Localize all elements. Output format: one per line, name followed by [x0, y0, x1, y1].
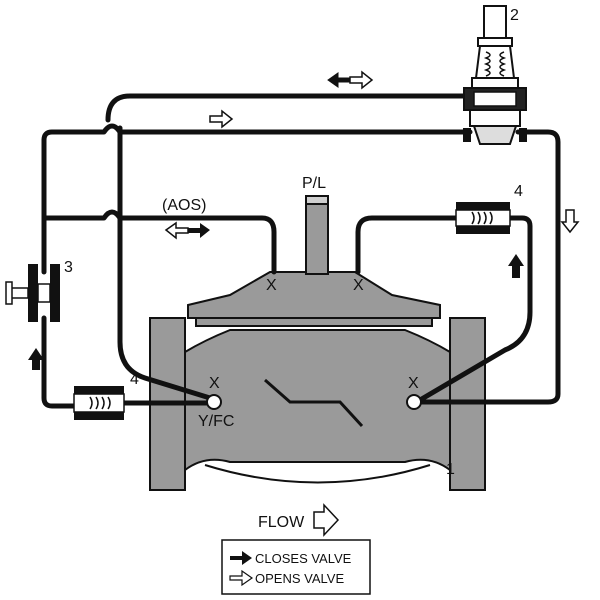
yfc-label: Y/FC	[198, 413, 234, 430]
opens-arrow-right	[560, 209, 580, 234]
x-label-outlet: X	[408, 375, 419, 392]
pilot-tubing	[41, 93, 561, 409]
ports	[206, 394, 422, 410]
flow-arrow-icon	[313, 503, 340, 537]
valve-number-4-lower: 4	[130, 371, 139, 388]
opens-arrow-legend-icon	[229, 569, 254, 587]
needle-valve	[5, 264, 60, 322]
main-valve-body	[149, 195, 486, 491]
outlet-port	[406, 394, 422, 410]
double-arrow-aos	[164, 221, 210, 240]
closes-arrow-right	[508, 254, 524, 278]
flow-label: FLOW	[258, 514, 305, 531]
legend: CLOSES VALVE OPENS VALVE	[221, 539, 371, 595]
legend-opens-label: OPENS VALVE	[255, 571, 344, 586]
pl-label: P/L	[302, 175, 326, 192]
pilot-valve	[463, 5, 527, 145]
opens-arrow-top-line	[209, 109, 234, 129]
check-valve-upper	[455, 202, 511, 234]
legend-closes-label: CLOSES VALVE	[255, 551, 352, 566]
double-arrow-top	[327, 70, 374, 90]
x-label-inlet: X	[209, 375, 220, 392]
x-label-cover-right: X	[353, 277, 364, 294]
valve-number-4-upper: 4	[514, 183, 523, 200]
x-label-cover-left: X	[266, 277, 277, 294]
valve-number-2: 2	[510, 7, 519, 24]
inlet-port	[206, 394, 222, 410]
closes-arrow-legend-icon	[230, 551, 252, 565]
aos-label: (AOS)	[162, 197, 206, 214]
valve-number-1: 1	[446, 461, 455, 478]
valve-number-3: 3	[64, 259, 73, 276]
closes-arrow-left	[28, 348, 44, 370]
check-valve-lower	[73, 386, 125, 420]
